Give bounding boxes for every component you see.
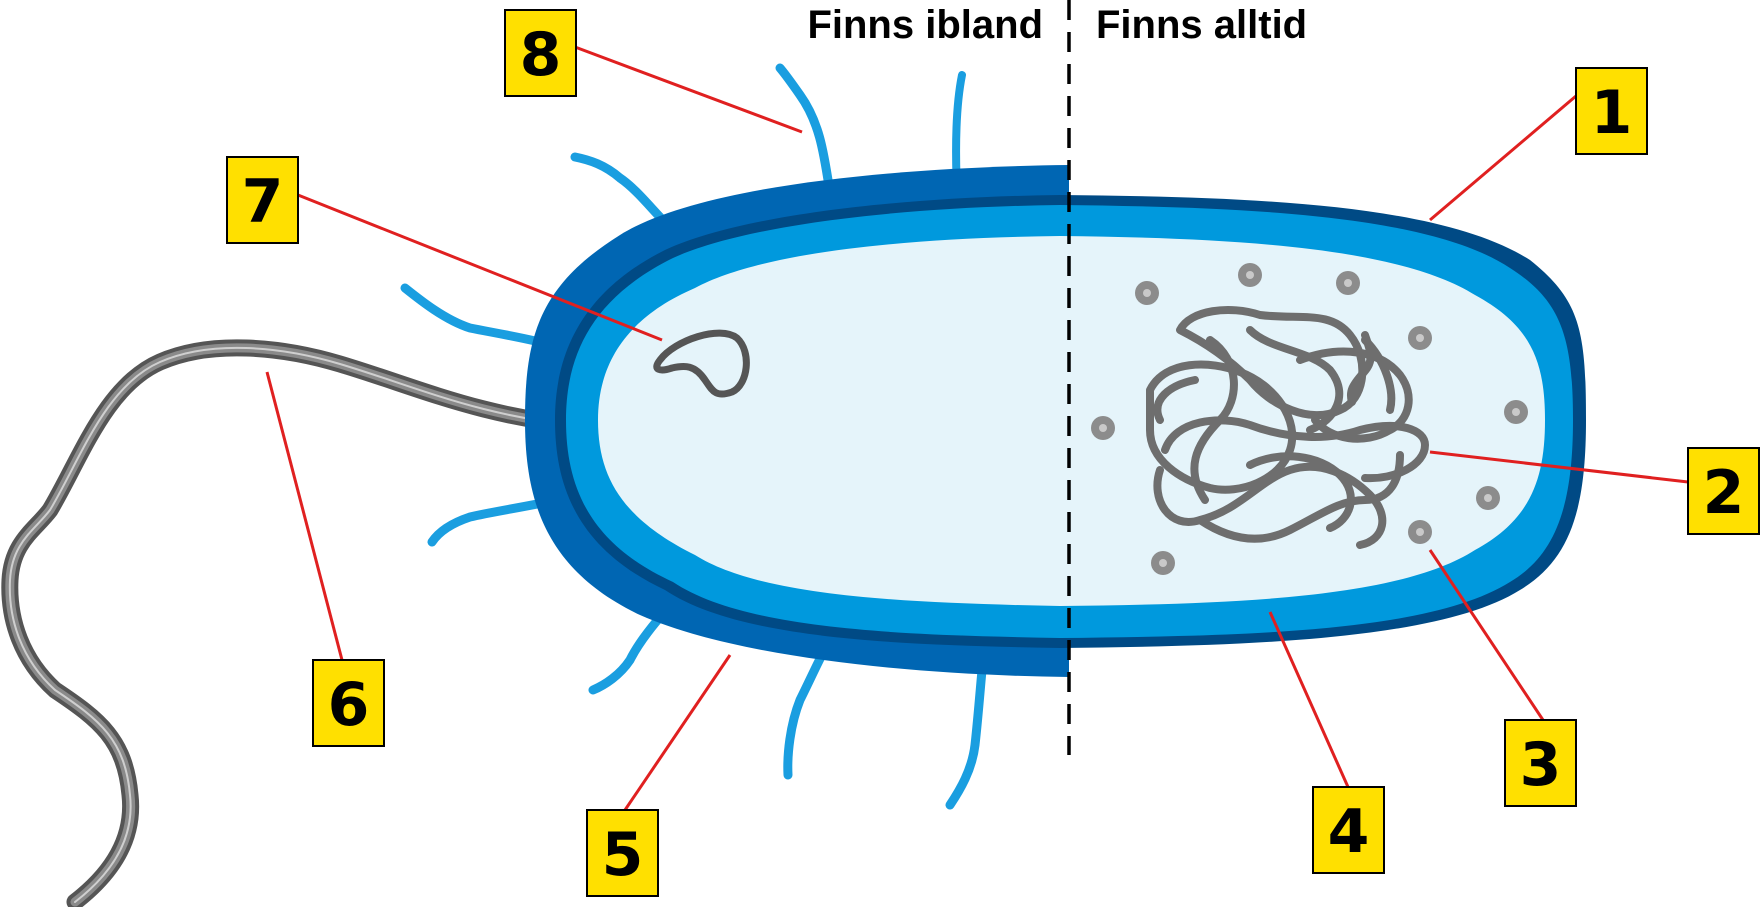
leader-line-5 <box>623 654 732 811</box>
ribosome <box>1476 486 1500 510</box>
leader-line-6 <box>265 371 344 661</box>
svg-text:7: 7 <box>242 167 284 237</box>
header-sometimes: Finns ibland <box>807 3 1043 47</box>
ribosome <box>1336 271 1360 295</box>
callout-4: 4 <box>1312 786 1385 874</box>
leader-line-3 <box>1428 549 1545 721</box>
callout-7: 7 <box>226 156 299 244</box>
ribosome <box>1135 281 1159 305</box>
ribosome <box>1408 520 1432 544</box>
leader-lines <box>265 45 1689 811</box>
svg-text:8: 8 <box>520 20 562 90</box>
leader-line-4 <box>1268 611 1350 788</box>
callout-1: 1 <box>1575 67 1648 155</box>
ribosomes <box>1091 263 1528 575</box>
callout-3: 3 <box>1504 719 1577 807</box>
header-always: Finns alltid <box>1096 3 1307 47</box>
callout-8: 8 <box>504 9 577 97</box>
svg-text:4: 4 <box>1328 797 1370 867</box>
callout-2: 2 <box>1687 447 1760 535</box>
svg-text:2: 2 <box>1703 458 1745 528</box>
leader-line-1 <box>1429 94 1577 222</box>
plasmid <box>653 329 750 398</box>
svg-text:5: 5 <box>602 820 644 890</box>
ribosome <box>1408 326 1432 350</box>
callouts: 1 2 3 4 5 6 7 8 <box>226 9 1760 897</box>
cytoplasm <box>598 236 1545 606</box>
flagellum <box>1 339 599 907</box>
callout-5: 5 <box>586 809 659 897</box>
svg-text:1: 1 <box>1591 78 1633 148</box>
ribosome <box>1504 400 1528 424</box>
ribosome <box>1151 551 1175 575</box>
leader-line-8 <box>574 45 803 134</box>
svg-text:6: 6 <box>328 670 370 740</box>
callout-6: 6 <box>312 659 385 747</box>
svg-text:3: 3 <box>1520 730 1562 800</box>
leader-line-2 <box>1429 450 1689 484</box>
nucleoid-dna <box>1146 306 1429 549</box>
ribosome <box>1091 416 1115 440</box>
ribosome <box>1238 263 1262 287</box>
leader-line-7 <box>297 193 663 342</box>
